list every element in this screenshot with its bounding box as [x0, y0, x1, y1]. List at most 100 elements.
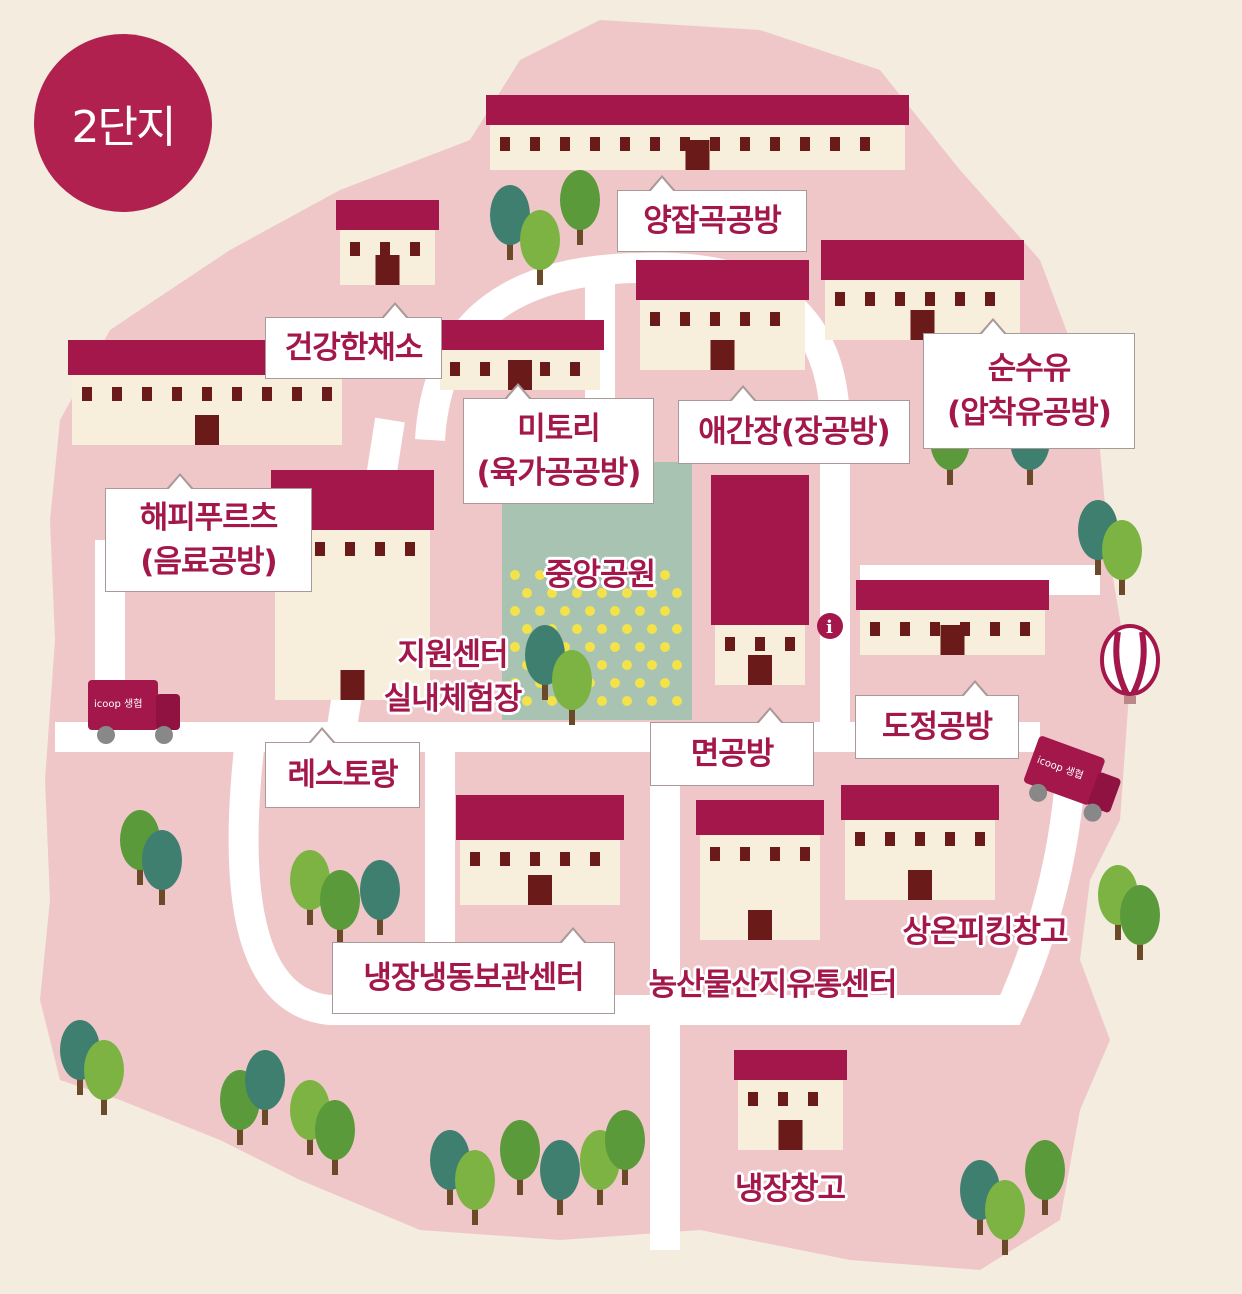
flower	[660, 678, 670, 688]
flower	[572, 624, 582, 634]
tree	[142, 830, 182, 905]
flower	[522, 624, 532, 634]
flower	[510, 570, 520, 580]
label-noodle[interactable]: 면공방	[650, 707, 814, 786]
vegetables-building[interactable]	[336, 200, 439, 285]
label-yangjapgok[interactable]: 양잡곡공방	[617, 175, 807, 252]
flower	[660, 570, 670, 580]
flower	[585, 606, 595, 616]
flower	[572, 588, 582, 598]
flower	[647, 660, 657, 670]
label-vegetables[interactable]: 건강한채소	[265, 302, 442, 379]
label-text: 미토리	[517, 411, 601, 447]
picking-building[interactable]	[841, 785, 999, 900]
flower	[522, 696, 532, 706]
flower	[647, 696, 657, 706]
place-central-park[interactable]: 중앙공원	[544, 557, 656, 593]
cold-storage-center-building[interactable]	[456, 795, 624, 905]
label-text: 도정공방	[881, 709, 993, 745]
tree	[455, 1150, 495, 1225]
tree	[1120, 885, 1160, 960]
flower	[610, 570, 620, 580]
tree	[560, 170, 600, 245]
tree	[605, 1110, 645, 1185]
tree	[500, 1120, 540, 1195]
label-text: (압착유공방)	[947, 395, 1112, 431]
flower	[672, 660, 682, 670]
fruits-building[interactable]	[68, 340, 346, 445]
tree	[540, 1140, 580, 1215]
label-text: 해피푸르츠	[139, 500, 279, 536]
flower	[547, 696, 557, 706]
noodle-building[interactable]	[711, 475, 809, 685]
flower	[672, 696, 682, 706]
tree	[245, 1050, 285, 1125]
flower	[597, 660, 607, 670]
flower	[547, 588, 557, 598]
tree	[520, 210, 560, 285]
flower	[635, 570, 645, 580]
flower	[660, 606, 670, 616]
flower	[635, 606, 645, 616]
flower	[610, 678, 620, 688]
flower	[597, 696, 607, 706]
flower	[560, 606, 570, 616]
label-text: 양잡곡공방	[643, 203, 782, 239]
aeganjang-building[interactable]	[636, 260, 809, 370]
flower	[610, 606, 620, 616]
milling-building[interactable]	[856, 580, 1049, 655]
label-aeganjang[interactable]: 애간장(장공방)	[678, 385, 910, 464]
flower	[560, 570, 570, 580]
flower	[597, 588, 607, 598]
delivery-truck: icoop 생협	[88, 680, 180, 744]
label-text: 냉장냉동보관센터	[363, 960, 584, 996]
cold-storage-building[interactable]	[734, 1050, 847, 1150]
place-text: 실내체험장	[383, 681, 523, 717]
tree	[985, 1180, 1025, 1255]
hot-air-balloon	[1100, 624, 1160, 704]
tree	[290, 850, 330, 925]
flower	[610, 642, 620, 652]
distribution-building[interactable]	[696, 800, 824, 940]
flower	[622, 624, 632, 634]
flower	[622, 660, 632, 670]
flower	[510, 642, 520, 652]
place-text: 지원센터	[397, 637, 508, 673]
label-text: 애간장(장공방)	[698, 414, 890, 450]
tree	[315, 1100, 355, 1175]
place-picking-warehouse[interactable]: 상온피킹창고	[902, 914, 1068, 950]
label-text: 면공방	[690, 736, 775, 772]
flower	[635, 642, 645, 652]
svg-text:i: i	[826, 617, 833, 638]
label-text: (음료공방)	[140, 544, 277, 580]
label-oil-workshop[interactable]: 순수유(압착유공방)	[923, 318, 1135, 449]
label-restaurant[interactable]: 레스토랑	[265, 727, 420, 808]
label-happy-fruits[interactable]: 해피푸르츠 (음료공방)	[105, 473, 312, 592]
label-text: (육가공공방)	[476, 455, 642, 491]
label-text: 레스토랑	[287, 757, 398, 793]
flower	[635, 678, 645, 688]
mitori-building[interactable]	[436, 320, 604, 390]
svg-text:icoop 생협: icoop 생협	[94, 697, 142, 710]
flower	[622, 588, 632, 598]
label-mitori[interactable]: 미토리 (육가공공방)	[463, 383, 654, 504]
flower	[522, 588, 532, 598]
tree	[84, 1040, 124, 1115]
flower	[672, 624, 682, 634]
label-cold-storage-center[interactable]: 냉장냉동보관센터	[332, 927, 615, 1014]
yangjapgok-building[interactable]	[486, 95, 909, 170]
place-cold-storage[interactable]: 냉장창고	[734, 1171, 846, 1207]
label-milling[interactable]: 도정공방	[855, 680, 1019, 759]
tree	[1025, 1140, 1065, 1215]
flower	[622, 696, 632, 706]
delivery-truck: icoop 생협	[1024, 736, 1121, 822]
flower	[660, 642, 670, 652]
flower	[672, 588, 682, 598]
info-icon[interactable]: i	[817, 613, 843, 639]
place-distribution-center[interactable]: 농산물산지유통센터	[648, 967, 898, 1003]
flower	[647, 588, 657, 598]
flower	[535, 606, 545, 616]
flower	[510, 606, 520, 616]
label-text: 건강한채소	[284, 330, 424, 366]
